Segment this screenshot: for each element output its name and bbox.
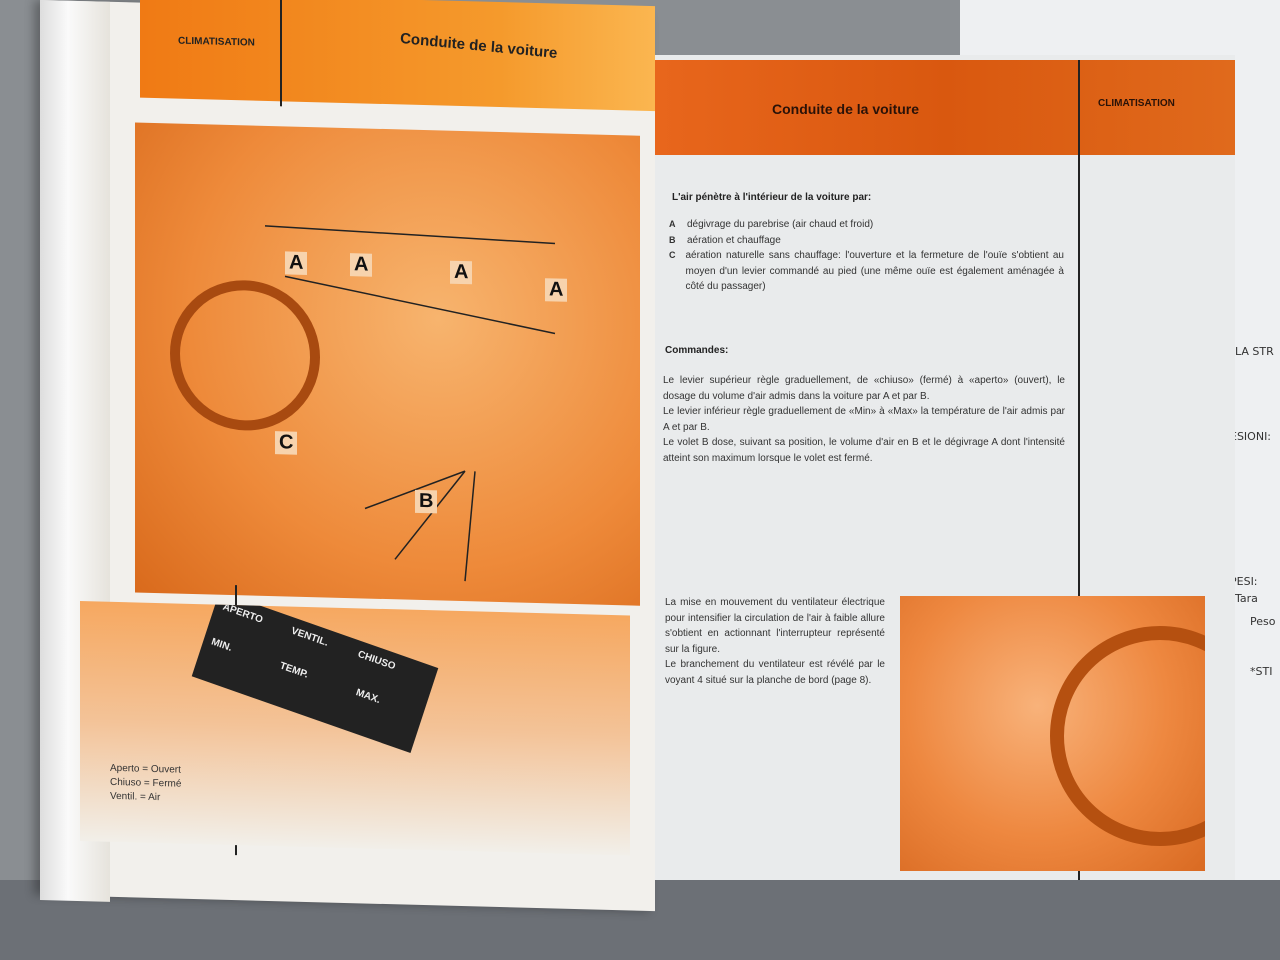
paragraph: Le branchement du ventilateur est révélé…: [665, 659, 885, 686]
panel-label: VENTIL.: [289, 625, 330, 649]
page-title: Conduite de la voiture: [772, 101, 920, 117]
item-text: dégivrage du parebrise (air chaud et fro…: [687, 219, 874, 230]
diagram-label-a: A: [450, 260, 473, 285]
paper-fragment: ESIONI:: [1230, 430, 1272, 443]
item-text: aération et chauffage: [687, 234, 781, 246]
paper-fragment: LA STR: [1235, 345, 1274, 358]
diagram-label-c: C: [275, 431, 298, 455]
intro-heading: L'air pénètre à l'intérieur de la voitur…: [672, 192, 872, 203]
diagram-label-a: A: [350, 253, 373, 277]
control-panel-diagram: APERTO VENTIL. CHIUSO MIN. TEMP. MAX.: [80, 601, 630, 856]
paragraph: La mise en mouvement du ventilateur élec…: [665, 597, 885, 655]
caption: Aperto = Ouvert Chiuso = Fermé Ventil. =…: [110, 762, 181, 806]
car-interior-diagram: A A A A B C: [135, 122, 640, 606]
panel-label: TEMP.: [278, 660, 310, 681]
paper-fragment: PESI:: [1230, 575, 1258, 588]
paper-fragment: *STI: [1250, 665, 1273, 678]
panel-label: MIN.: [209, 636, 234, 654]
diagram-label-b: B: [415, 489, 438, 514]
diagram-label-a: A: [545, 278, 568, 302]
paper-fragment: Peso: [1250, 615, 1276, 628]
commandes-heading: Commandes:: [665, 345, 729, 356]
header-band: [655, 60, 1235, 155]
divider: [1078, 60, 1080, 880]
control-panel: APERTO VENTIL. CHIUSO MIN. TEMP. MAX.: [191, 601, 439, 754]
right-page: Conduite de la voiture CLIMATISATION L'a…: [655, 55, 1235, 880]
panel-label: APERTO: [221, 601, 265, 626]
paragraph: Le levier supérieur règle graduellement,…: [663, 375, 1065, 402]
header-band: [140, 0, 655, 112]
item-key: B: [669, 234, 676, 245]
paragraph: Le volet B dose, suivant sa position, le…: [663, 437, 1065, 464]
fan-text: La mise en mouvement du ventilateur élec…: [665, 595, 885, 688]
divider: [280, 0, 282, 107]
panel-label: MAX.: [354, 687, 382, 706]
dashboard-photo: [900, 596, 1205, 871]
paper-fragment: Tara: [1235, 592, 1258, 605]
commandes-text: Le levier supérieur règle graduellement,…: [663, 373, 1065, 466]
caption-line: Ventil. = Air: [110, 790, 161, 804]
item-text: aération naturelle sans chauffage: l'ouv…: [685, 250, 1065, 292]
section-label: CLIMATISATION: [178, 35, 255, 49]
paragraph: Le levier inférieur règle graduellement …: [663, 406, 1065, 433]
steering-wheel-image: [1050, 626, 1205, 846]
left-page: CLIMATISATION Conduite de la voiture A A…: [40, 0, 655, 912]
diagram-label-a: A: [285, 251, 308, 276]
item-key: C: [669, 250, 676, 260]
section-label: CLIMATISATION: [1098, 98, 1175, 109]
panel-label: CHIUSO: [356, 648, 397, 673]
item-key: A: [669, 219, 676, 229]
airflow-arrows: [170, 225, 556, 582]
